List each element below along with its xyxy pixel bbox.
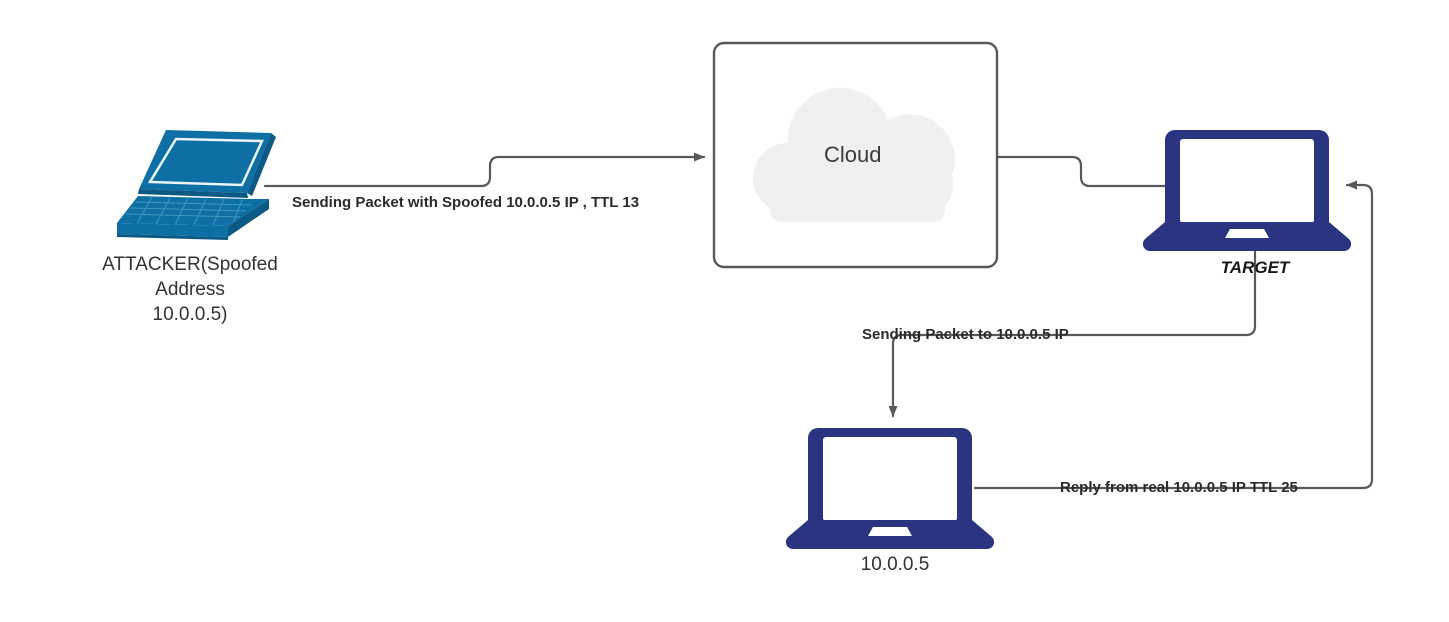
attacker-base-edge [228, 199, 269, 237]
victim-node [785, 428, 995, 550]
target-trackpad [1225, 229, 1269, 238]
attacker-key-grid [125, 196, 253, 227]
victim-label: 10.0.0.5 [860, 554, 930, 575]
target-screen [1180, 139, 1314, 223]
attacker-base-bottom [117, 234, 228, 240]
attacker-keyboard-deck [117, 196, 269, 226]
victim-screen [823, 437, 957, 521]
attacker-label: ATTACKER(Spoofed Address 10.0.0.5) [102, 254, 278, 325]
edge-label-victim-to-target: Reply from real 10.0.0.5 IP TTL 25 [1060, 479, 1298, 496]
edge-target-to-victim [888, 241, 1257, 418]
attacker-node [117, 130, 276, 240]
attacker-lid-edge [247, 133, 276, 196]
target-label: TARGET [1220, 258, 1290, 277]
attacker-screen [147, 137, 264, 187]
cloud-node [712, 41, 999, 269]
edge-attacker-to-cloud [263, 152, 706, 188]
attacker-base [117, 223, 228, 237]
cloud-label: Cloud [824, 142, 882, 167]
victim-trackpad [868, 527, 912, 536]
edge-cloud-to-target [995, 155, 1172, 188]
attacker-hinge [138, 189, 248, 198]
edge-label-target-to-victim: Sending Packet to 10.0.0.5 IP [862, 326, 1069, 343]
target-node [1142, 130, 1352, 252]
edge-victim-to-target [973, 180, 1374, 490]
cloud-shape-lower [770, 150, 945, 222]
edge-label-attacker-to-cloud: Sending Packet with Spoofed 10.0.0.5 IP … [292, 194, 640, 211]
